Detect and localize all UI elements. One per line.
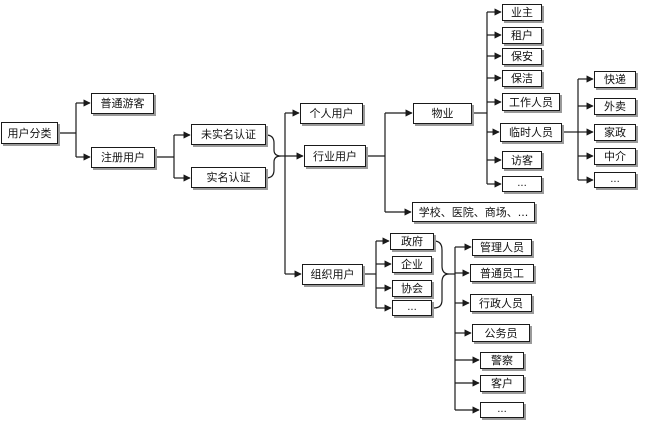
node-temp-more: ... — [594, 172, 636, 188]
node-civil: 公务员 — [472, 324, 530, 342]
node-industry: 行业用户 — [304, 145, 366, 167]
node-tenant: 租户 — [502, 27, 542, 44]
node-member-more: ... — [480, 402, 524, 418]
node-staff: 工作人员 — [502, 93, 560, 111]
node-admin: 行政人员 — [470, 294, 532, 312]
node-express: 快递 — [594, 71, 636, 88]
node-enterprise: 企业 — [392, 256, 432, 273]
node-schools: 学校、医院、商场、... — [412, 202, 535, 222]
node-root: 用户分类 — [1, 122, 58, 144]
node-personal: 个人用户 — [300, 103, 363, 124]
node-police: 警察 — [480, 352, 524, 369]
node-guest: 普通游客 — [91, 93, 154, 114]
node-org-more: ... — [392, 300, 432, 316]
node-cleaner: 保洁 — [502, 70, 542, 87]
node-unverified: 未实名认证 — [191, 124, 266, 145]
node-housekeeping: 家政 — [594, 124, 636, 141]
node-takeout: 外卖 — [594, 98, 636, 115]
node-customer: 客户 — [480, 375, 524, 392]
node-security: 保安 — [502, 48, 542, 65]
node-owner: 业主 — [502, 4, 542, 21]
node-property-more: ... — [502, 176, 542, 192]
node-visitor: 访客 — [502, 151, 542, 169]
node-verified: 实名认证 — [191, 167, 266, 188]
node-manager: 管理人员 — [472, 239, 532, 256]
node-org: 组织用户 — [302, 264, 363, 285]
node-registered: 注册用户 — [91, 147, 155, 168]
node-property: 物业 — [413, 103, 472, 124]
node-association: 协会 — [392, 280, 432, 297]
node-temp: 临时人员 — [500, 123, 562, 142]
node-employee: 普通员工 — [470, 264, 534, 282]
node-government: 政府 — [390, 233, 434, 250]
node-agent: 中介 — [594, 148, 636, 165]
